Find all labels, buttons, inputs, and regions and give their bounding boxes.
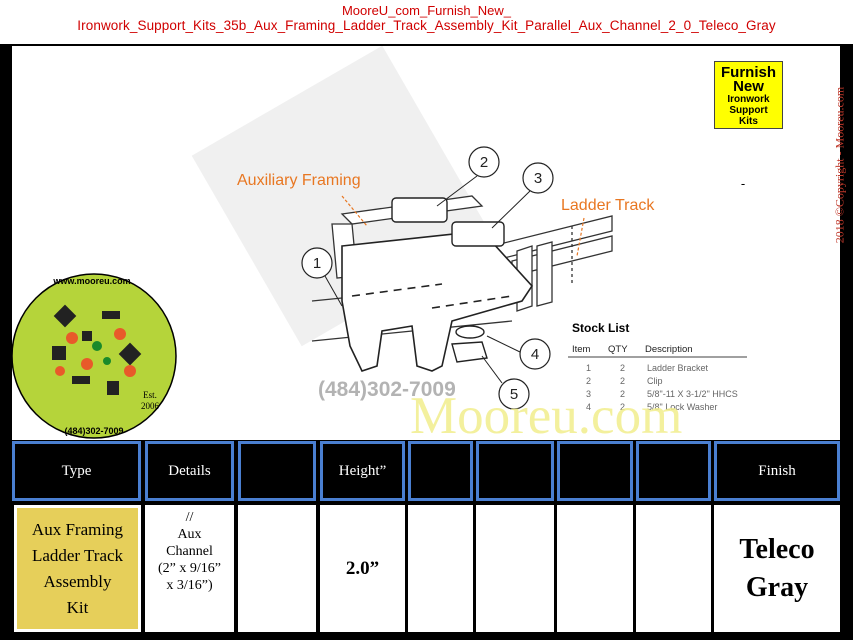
details-cell: // Aux Channel (2” x 9/16” x 3/16”) xyxy=(145,505,234,632)
badge-line-2: New xyxy=(733,78,764,95)
blank-cell-2 xyxy=(408,505,473,632)
callout-4 xyxy=(519,338,551,370)
type-cell: Aux Framing Ladder Track Assembly Kit xyxy=(17,508,138,629)
details-line-3: Channel xyxy=(166,544,213,559)
logo-phone: (484)302-7009 xyxy=(64,426,123,436)
header-line-1: MooreU_com_Furnish_New_ xyxy=(341,3,512,18)
stock-header-qty: QTY xyxy=(608,344,628,355)
callout-3 xyxy=(522,162,554,194)
stock-row-2-qty: 2 xyxy=(620,376,626,386)
type-line-1: Aux Framing xyxy=(31,519,124,539)
callout-label-5: 5 xyxy=(510,386,518,403)
logo-url: www.mooreu.com xyxy=(52,276,130,286)
blank-cell-3 xyxy=(476,505,554,632)
auxiliary-framing-label: Auxiliary Framing xyxy=(237,172,361,189)
callout-label-4: 4 xyxy=(531,346,539,363)
stock-header-item: Item xyxy=(572,344,591,355)
ladder-track-label: Ladder Track xyxy=(561,197,655,214)
header-height: Height” xyxy=(320,441,405,501)
type-cell-frame: Aux Framing Ladder Track Assembly Kit xyxy=(14,505,141,632)
details-line-1: // xyxy=(185,510,194,525)
stock-row-4-item: 4 xyxy=(586,402,592,412)
callout-label-3: 3 xyxy=(534,170,542,187)
furnish-new-badge: Furnish New Ironwork Support Kits xyxy=(714,61,783,129)
logo-year: 2006 xyxy=(141,401,160,411)
height-cell: 2.0” xyxy=(320,505,405,632)
callout-1 xyxy=(301,247,333,279)
type-line-3: Assembly xyxy=(43,571,112,591)
header-finish: Finish xyxy=(714,441,840,501)
assembly-diagram: 1 2 3 4 5 xyxy=(12,46,747,439)
blank-cell-1 xyxy=(238,505,316,632)
diagram-canvas: 1 2 3 4 5 xyxy=(12,46,840,440)
callout-2 xyxy=(468,146,500,178)
stock-row-4-qty: 2 xyxy=(620,402,626,412)
stock-row-3-item: 3 xyxy=(586,389,592,399)
callout-label-1: 1 xyxy=(313,255,321,272)
callout-label-2: 2 xyxy=(480,154,488,171)
details-line-2: Aux xyxy=(177,527,202,542)
header-blank-2 xyxy=(408,441,473,501)
finish-cell: Teleco Gray xyxy=(714,505,840,632)
header-blank-1 xyxy=(238,441,316,501)
stock-row-3-qty: 2 xyxy=(620,389,626,399)
details-line-5: x 3/16”) xyxy=(166,578,213,593)
stock-row-2-item: 2 xyxy=(586,376,592,386)
mooreu-watermark: Mooreu.com xyxy=(410,387,683,440)
logo-est: Est. xyxy=(143,390,157,400)
header-blank-3 xyxy=(476,441,554,501)
stock-list-title: Stock List xyxy=(572,321,630,335)
label-leaders xyxy=(341,195,585,257)
type-line-2: Ladder Track xyxy=(31,545,124,565)
copyright-text: 2018 ©Copyright - Mooreu.com xyxy=(832,86,847,244)
header-details: Details xyxy=(145,441,234,501)
stock-row-3-desc: 5/8"-11 X 3-1/2" HHCS xyxy=(647,389,738,399)
stock-row-4-desc: 5/8" Lock Washer xyxy=(647,402,718,412)
badge-line-3: Ironwork xyxy=(727,94,770,105)
diagram-phone: (484)302-7009 xyxy=(318,378,456,401)
badge-line-5: Kits xyxy=(739,116,758,127)
badge-line-1: Furnish xyxy=(721,64,776,81)
stock-row-2-desc: Clip xyxy=(647,376,663,386)
copyright-vertical: 2018 ©Copyright - Mooreu.com xyxy=(830,60,850,270)
finish-line-1: Teleco xyxy=(739,533,815,565)
badge-line-4: Support xyxy=(729,105,768,116)
ladder-bracket xyxy=(341,230,534,372)
blank-cell-5 xyxy=(636,505,711,632)
type-line-4: Kit xyxy=(66,597,89,617)
stock-row-1-item: 1 xyxy=(586,363,592,373)
page-header: MooreU_com_Furnish_New_ Ironwork_Support… xyxy=(0,0,853,44)
finish-line-2: Gray xyxy=(745,571,809,603)
header-blank-4 xyxy=(557,441,633,501)
details-line-4: (2” x 9/16” xyxy=(158,561,221,576)
stock-row-1-desc: Ladder Bracket xyxy=(647,363,709,373)
header-type: Type xyxy=(12,441,141,501)
bolts xyxy=(391,197,505,363)
stock-header-description: Description xyxy=(645,344,693,355)
header-blank-5 xyxy=(636,441,711,501)
company-logo xyxy=(12,273,177,439)
header-line-2: Ironwork_Support_Kits_35b_Aux_Framing_La… xyxy=(77,18,776,33)
stray-dash: - xyxy=(741,176,745,191)
callout-5 xyxy=(498,378,530,410)
stock-row-1-qty: 2 xyxy=(620,363,626,373)
blank-cell-4 xyxy=(557,505,633,632)
